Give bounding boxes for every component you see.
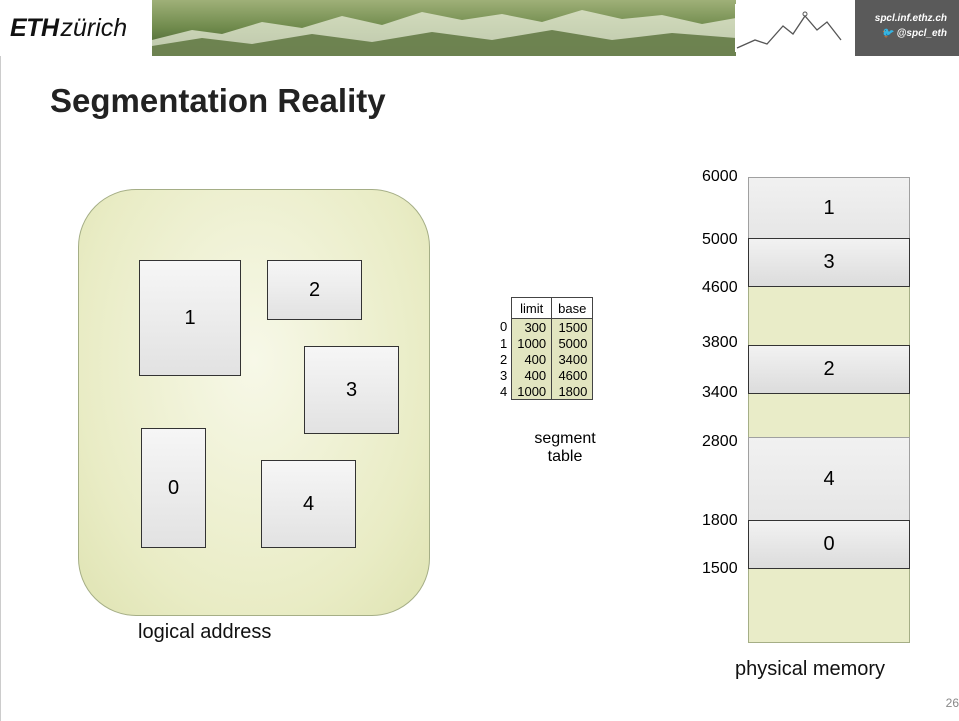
physical-memory-label: physical memory	[735, 658, 886, 680]
mountain-logo-icon	[735, 4, 855, 52]
address-label: 5000	[702, 231, 738, 248]
logical-address-panel: 1 2 3 0 4	[78, 189, 430, 616]
eth-logo: ETHzürich	[10, 14, 128, 42]
page-title: Segmentation Reality	[50, 82, 386, 119]
segment-table-label: segment table	[534, 430, 596, 465]
logical-segment-3: 3	[304, 346, 399, 434]
physical-segment-0: 0	[748, 520, 910, 569]
address-label: 1500	[702, 560, 738, 577]
address-label: 1800	[702, 512, 738, 529]
segment-table: limit base 0 300 1500 1 1000 5000 2 400 …	[497, 297, 594, 400]
table-row: 1 1000 5000	[497, 335, 594, 351]
website-info-overlay: spcl.inf.ethz.ch 🐦@spcl_eth	[875, 11, 947, 41]
header: ETHzürich spcl.inf.ethz.ch 🐦@spcl_eth	[0, 0, 959, 56]
physical-memory: 1 3 2 4 0	[748, 177, 910, 643]
address-label: 4600	[702, 279, 738, 296]
left-rule	[0, 56, 1, 721]
header-right-dark	[855, 0, 959, 56]
physical-segment-3: 3	[748, 238, 910, 287]
mountain-banner	[152, 0, 736, 56]
limit-header: limit	[511, 297, 553, 319]
table-row: 4 1000 1800	[497, 383, 594, 400]
address-label: 2800	[702, 433, 738, 450]
table-row: 0 300 1500	[497, 318, 594, 335]
table-row: 2 400 3400	[497, 351, 594, 367]
address-label: 3800	[702, 334, 738, 351]
logical-address-label: logical address	[138, 621, 272, 643]
base-header: base	[551, 297, 594, 319]
physical-segment-4: 4	[748, 437, 910, 521]
physical-segment-2: 2	[748, 345, 910, 394]
website-url-text: spcl.inf.ethz.ch	[874, 13, 947, 24]
twitter-bird-icon: 🐦	[881, 28, 894, 39]
address-label: 3400	[702, 384, 738, 401]
index-header	[497, 298, 512, 319]
twitter-handle-text: @spcl_eth	[896, 28, 947, 39]
logical-segment-1: 1	[139, 260, 241, 376]
table-row: 3 400 4600	[497, 367, 594, 383]
address-label: 6000	[702, 168, 738, 185]
logical-segment-2: 2	[267, 260, 362, 320]
logical-segment-4: 4	[261, 460, 356, 548]
page-number: 26	[945, 696, 959, 710]
logical-segment-0: 0	[141, 428, 206, 548]
physical-segment-1: 1	[748, 177, 910, 239]
